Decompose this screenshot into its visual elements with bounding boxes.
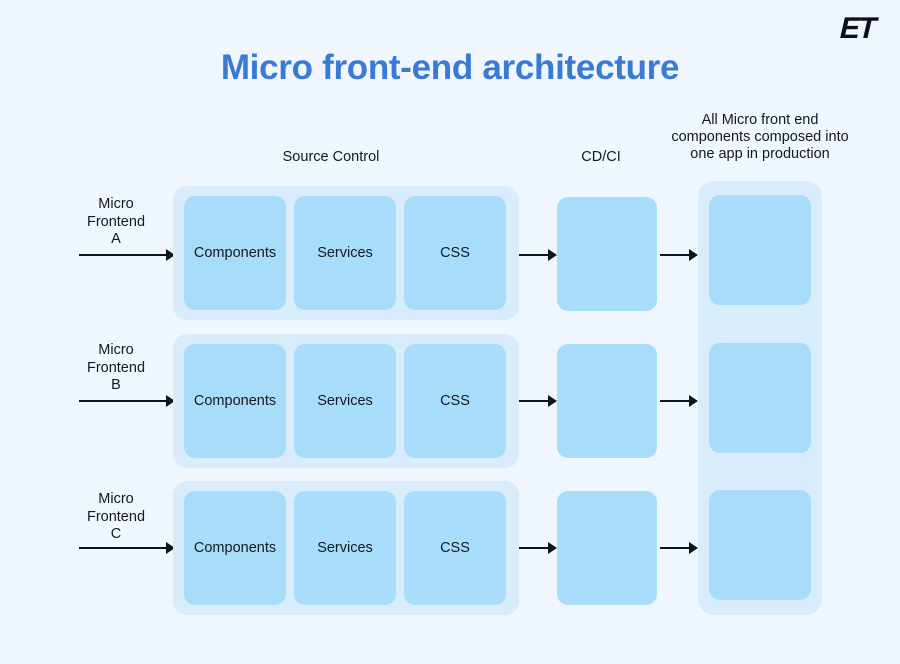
row-c-label-line-2: Frontend	[86, 508, 146, 525]
card-a-components[interactable]: Components	[184, 196, 286, 310]
arrow-head	[548, 395, 557, 407]
source-control-group-c: Components Services CSS	[173, 481, 519, 615]
arrow-head	[548, 249, 557, 261]
card-a-services[interactable]: Services	[294, 196, 396, 310]
row-b-label-line-3: B	[111, 377, 121, 393]
arrow-b-source-to-cdci	[519, 395, 557, 407]
cdci-box-a[interactable]	[557, 197, 657, 311]
card-b-services[interactable]: Services	[294, 344, 396, 458]
arrow-shaft	[79, 400, 166, 402]
arrow-shaft	[660, 400, 689, 402]
arrow-b-to-source-control	[79, 395, 175, 407]
production-header-line-3: one app in production	[690, 146, 830, 162]
arrow-a-source-to-cdci	[519, 249, 557, 261]
row-b-label-line-1: Micro	[98, 342, 134, 358]
et-logo: ET	[839, 12, 875, 45]
arrow-shaft	[519, 547, 548, 549]
arrow-shaft	[660, 254, 689, 256]
arrow-a-to-source-control	[79, 249, 175, 261]
column-header-cd-ci: CD/CI	[581, 149, 621, 165]
arrow-c-to-source-control	[79, 542, 175, 554]
row-c-label-line-3: C	[110, 526, 122, 542]
arrow-shaft	[79, 547, 166, 549]
arrow-c-source-to-cdci	[519, 542, 557, 554]
production-group	[698, 181, 822, 615]
row-a-label-line-3: A	[111, 231, 121, 247]
column-header-production: All Micro front end components composed …	[665, 112, 855, 163]
production-header-line-1: All Micro front end	[701, 112, 819, 128]
arrow-head	[548, 542, 557, 554]
production-box-b[interactable]	[709, 343, 811, 453]
page-title: Micro front-end architecture	[220, 48, 680, 87]
cdci-box-b[interactable]	[557, 344, 657, 458]
card-c-services[interactable]: Services	[294, 491, 396, 605]
arrow-head	[689, 542, 698, 554]
arrow-shaft	[519, 254, 548, 256]
row-label-micro-frontend-a: Micro Frontend A	[60, 196, 172, 249]
row-b-label-line-2: Frontend	[86, 359, 146, 376]
row-a-label-line-2: Frontend	[86, 213, 146, 230]
row-label-micro-frontend-b: Micro Frontend B	[60, 342, 172, 395]
cdci-box-c[interactable]	[557, 491, 657, 605]
arrow-shaft	[79, 254, 166, 256]
production-header-line-2: components composed into	[671, 129, 849, 145]
arrow-b-cdci-to-production	[660, 395, 698, 407]
card-a-css[interactable]: CSS	[404, 196, 506, 310]
arrow-a-cdci-to-production	[660, 249, 698, 261]
card-b-components[interactable]: Components	[184, 344, 286, 458]
card-c-css[interactable]: CSS	[404, 491, 506, 605]
card-c-components[interactable]: Components	[184, 491, 286, 605]
card-b-css[interactable]: CSS	[404, 344, 506, 458]
row-a-label-line-1: Micro	[98, 196, 134, 212]
arrow-c-cdci-to-production	[660, 542, 698, 554]
arrow-shaft	[519, 400, 548, 402]
arrow-head	[689, 249, 698, 261]
source-control-group-a: Components Services CSS	[173, 186, 519, 320]
source-control-group-b: Components Services CSS	[173, 334, 519, 468]
row-label-micro-frontend-c: Micro Frontend C	[60, 491, 172, 544]
production-box-a[interactable]	[709, 195, 811, 305]
production-box-c[interactable]	[709, 490, 811, 600]
arrow-shaft	[660, 547, 689, 549]
column-header-source-control: Source Control	[282, 149, 380, 165]
row-c-label-line-1: Micro	[98, 491, 134, 507]
arrow-head	[689, 395, 698, 407]
